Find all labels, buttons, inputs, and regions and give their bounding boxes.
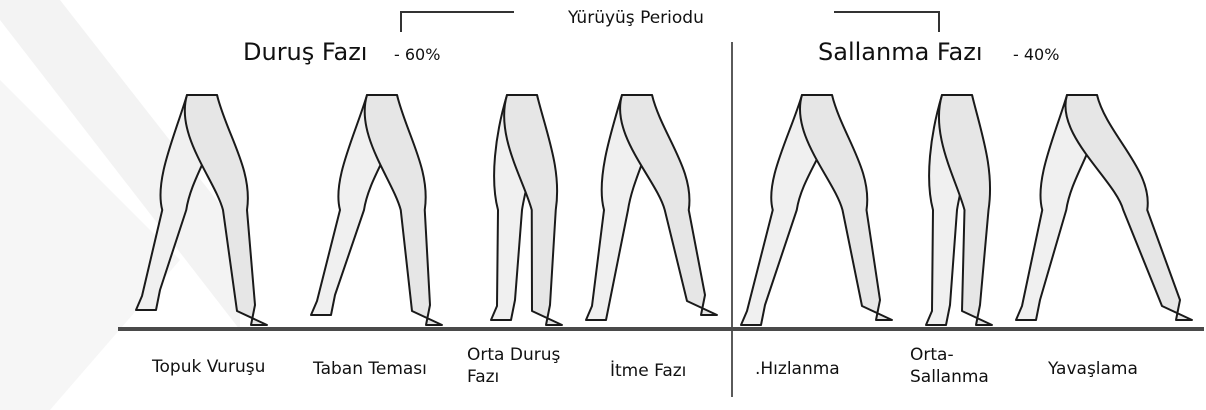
leg-figure-heel-strike [136, 95, 267, 325]
leg-figure-midstance [491, 95, 562, 325]
phase-label-heel-strike: Topuk Vuruşu [152, 356, 265, 378]
leg-figure-push-off [586, 95, 717, 320]
phase-label-acceleration: .Hızlanma [755, 358, 840, 380]
leg-figure-midswing [926, 95, 992, 325]
front-leg-deceleration [1065, 95, 1192, 320]
leg-figure-foot-flat [311, 95, 442, 325]
front-leg-foot-flat [365, 95, 442, 325]
phase-label-midstance: Orta Duruş Fazı [467, 344, 587, 388]
phase-label-deceleration: Yavaşlama [1048, 358, 1138, 380]
phase-label-foot-flat: Taban Teması [313, 358, 427, 380]
phase-label-push-off: İtme Fazı [610, 360, 686, 382]
phase-label-midswing: Orta-Sallanma [910, 344, 1000, 388]
leg-figure-acceleration [741, 95, 892, 325]
front-leg-heel-strike [185, 95, 267, 325]
front-leg-acceleration [800, 95, 892, 320]
front-leg-push-off [620, 95, 717, 315]
ground-line [118, 327, 1204, 331]
leg-figure-deceleration [1016, 95, 1192, 320]
